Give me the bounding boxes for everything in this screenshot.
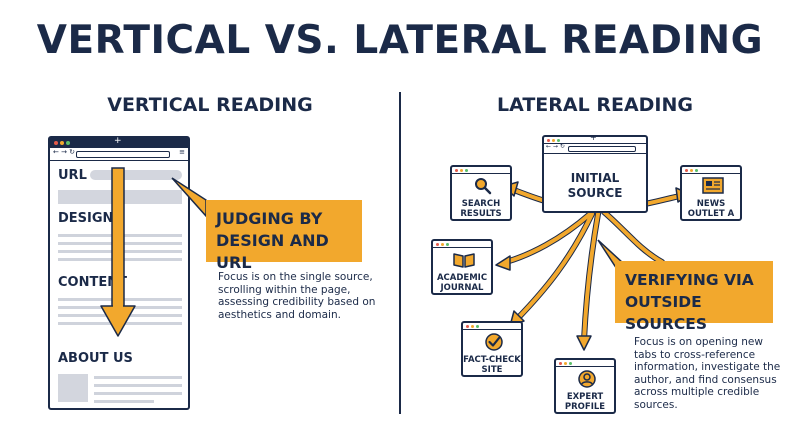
- vertical-description: Focus is on the single source, scrolling…: [218, 271, 376, 321]
- expert-profile-window: EXPERT PROFILE: [554, 358, 616, 414]
- vertical-callout: JUDGING BY DESIGN AND URL: [206, 200, 362, 272]
- fact-check-label: FACT-CHECK SITE: [463, 355, 521, 375]
- lateral-heading: LATERAL READING: [497, 94, 693, 116]
- browser-title-bar: +: [50, 136, 188, 148]
- check-badge-icon: [485, 333, 503, 351]
- text-line: [94, 384, 182, 387]
- lateral-callout: VERIFYING VIA OUTSIDE SOURCES: [615, 261, 773, 333]
- expert-profile-label: EXPERT PROFILE: [564, 392, 606, 412]
- magnifier-icon: [475, 178, 492, 195]
- text-line: [94, 400, 154, 403]
- url-label: URL: [58, 168, 87, 183]
- news-outlet-label: NEWS OUTLET A: [687, 199, 735, 219]
- arrowhead-academic: [495, 255, 511, 271]
- fact-check-window: FACT-CHECK SITE: [461, 321, 523, 377]
- url-placeholder: [90, 170, 182, 180]
- text-line: [94, 392, 182, 395]
- arrow-to-factcheck: [515, 211, 595, 321]
- vertical-heading: VERTICAL READING: [107, 94, 313, 116]
- arrowhead-expert: [576, 335, 592, 351]
- academic-journal-window: ACADEMIC JOURNAL: [431, 239, 493, 295]
- person-icon: [578, 370, 596, 388]
- center-divider: [399, 92, 401, 414]
- scroll-down-arrow: [100, 167, 136, 337]
- page-title: VERTICAL VS. LATERAL READING: [36, 18, 764, 63]
- search-results-label: SEARCH RESULTS: [460, 199, 502, 219]
- browser-address-bar: ← → ↻ ≡: [50, 148, 188, 161]
- open-book-icon: [453, 253, 475, 268]
- academic-journal-label: ACADEMIC JOURNAL: [436, 273, 488, 293]
- search-results-window: SEARCH RESULTS: [450, 165, 512, 221]
- news-outlet-window: NEWS OUTLET A: [680, 165, 742, 221]
- initial-source-window: + ← → ↻ INITIAL SOURCE: [542, 133, 648, 213]
- lateral-description: Focus is on opening new tabs to cross-re…: [634, 336, 781, 411]
- about-us-label: ABOUT US: [58, 351, 133, 366]
- text-line: [94, 376, 182, 379]
- newspaper-icon: [702, 177, 724, 194]
- design-label: DESIGN: [58, 211, 114, 226]
- content-label: CONTENT: [58, 275, 127, 290]
- about-image-placeholder: [58, 374, 88, 402]
- initial-source-label: INITIAL SOURCE: [567, 171, 623, 200]
